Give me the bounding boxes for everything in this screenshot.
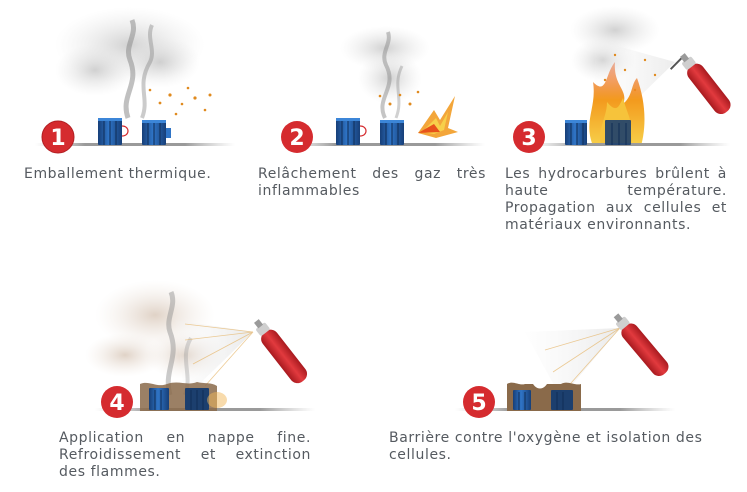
fire-extinguisher-icon	[254, 319, 308, 384]
step-number-badge: 5	[463, 386, 495, 418]
battery-pack-icon	[565, 120, 587, 145]
step-number-badge: 1	[41, 120, 75, 154]
fire-extinguisher-icon	[669, 53, 731, 115]
battery-pack-icon	[605, 120, 631, 145]
svg-text:1: 1	[50, 126, 65, 151]
battery-pack-icon	[98, 118, 129, 145]
battery-pack-icon	[185, 388, 209, 410]
step-5-caption: Barrière contre l'oxygène et isolation d…	[389, 430, 703, 463]
battery-pack-icon	[380, 120, 404, 145]
svg-text:4: 4	[109, 391, 124, 416]
gas-burst-icon	[418, 96, 458, 138]
ground-line	[35, 143, 235, 146]
spray-cone-icon	[175, 320, 254, 398]
step-1-caption: Emballement thermique.	[24, 166, 212, 182]
step-number-badge: 3	[513, 121, 545, 153]
step-number-badge: 2	[281, 121, 313, 153]
step-2-caption: Relâchement des gaz très inflammables	[258, 166, 486, 199]
step-3-illustration: 3	[513, 6, 731, 153]
glow	[207, 392, 227, 408]
battery-pack-icon	[336, 118, 367, 145]
step-4-illustration: 4	[85, 280, 315, 418]
smoke-plume-icon	[340, 26, 430, 119]
svg-text:5: 5	[471, 391, 486, 416]
step-4-caption: Application en nappe fine. Refroidisseme…	[59, 430, 311, 480]
battery-pack-icon	[551, 390, 573, 410]
battery-pack-icon	[149, 388, 169, 410]
battery-pack-icon	[513, 390, 531, 410]
battery-pack-icon	[142, 120, 171, 145]
step-3-panel: 3 Les hydrocarbures brûlent à haute temp…	[495, 0, 747, 250]
spark-particles	[378, 90, 420, 106]
fire-extinguisher-icon	[613, 313, 669, 377]
step-2-illustration: 2	[281, 26, 485, 153]
svg-text:3: 3	[521, 126, 536, 151]
step-1-panel: 1 Emballement thermique.	[0, 0, 250, 200]
step-3-caption: Les hydrocarbures brûlent à haute tempér…	[505, 166, 727, 233]
spray-cone-icon	[525, 327, 621, 398]
svg-text:2: 2	[289, 126, 304, 151]
step-5-panel: 5 Barrière contre l'oxygène et isolation…	[385, 260, 725, 492]
spark-particles	[148, 86, 212, 116]
step-5-illustration: 5	[455, 313, 675, 418]
step-1-illustration: 1	[35, 7, 235, 154]
step-2-panel: 2 Relâchement des gaz très inflammables	[250, 0, 500, 200]
step-number-badge: 4	[101, 386, 133, 418]
step-4-panel: 4 Application en nappe fine. Refroidisse…	[45, 260, 345, 492]
smoke-plume-icon	[55, 7, 205, 119]
